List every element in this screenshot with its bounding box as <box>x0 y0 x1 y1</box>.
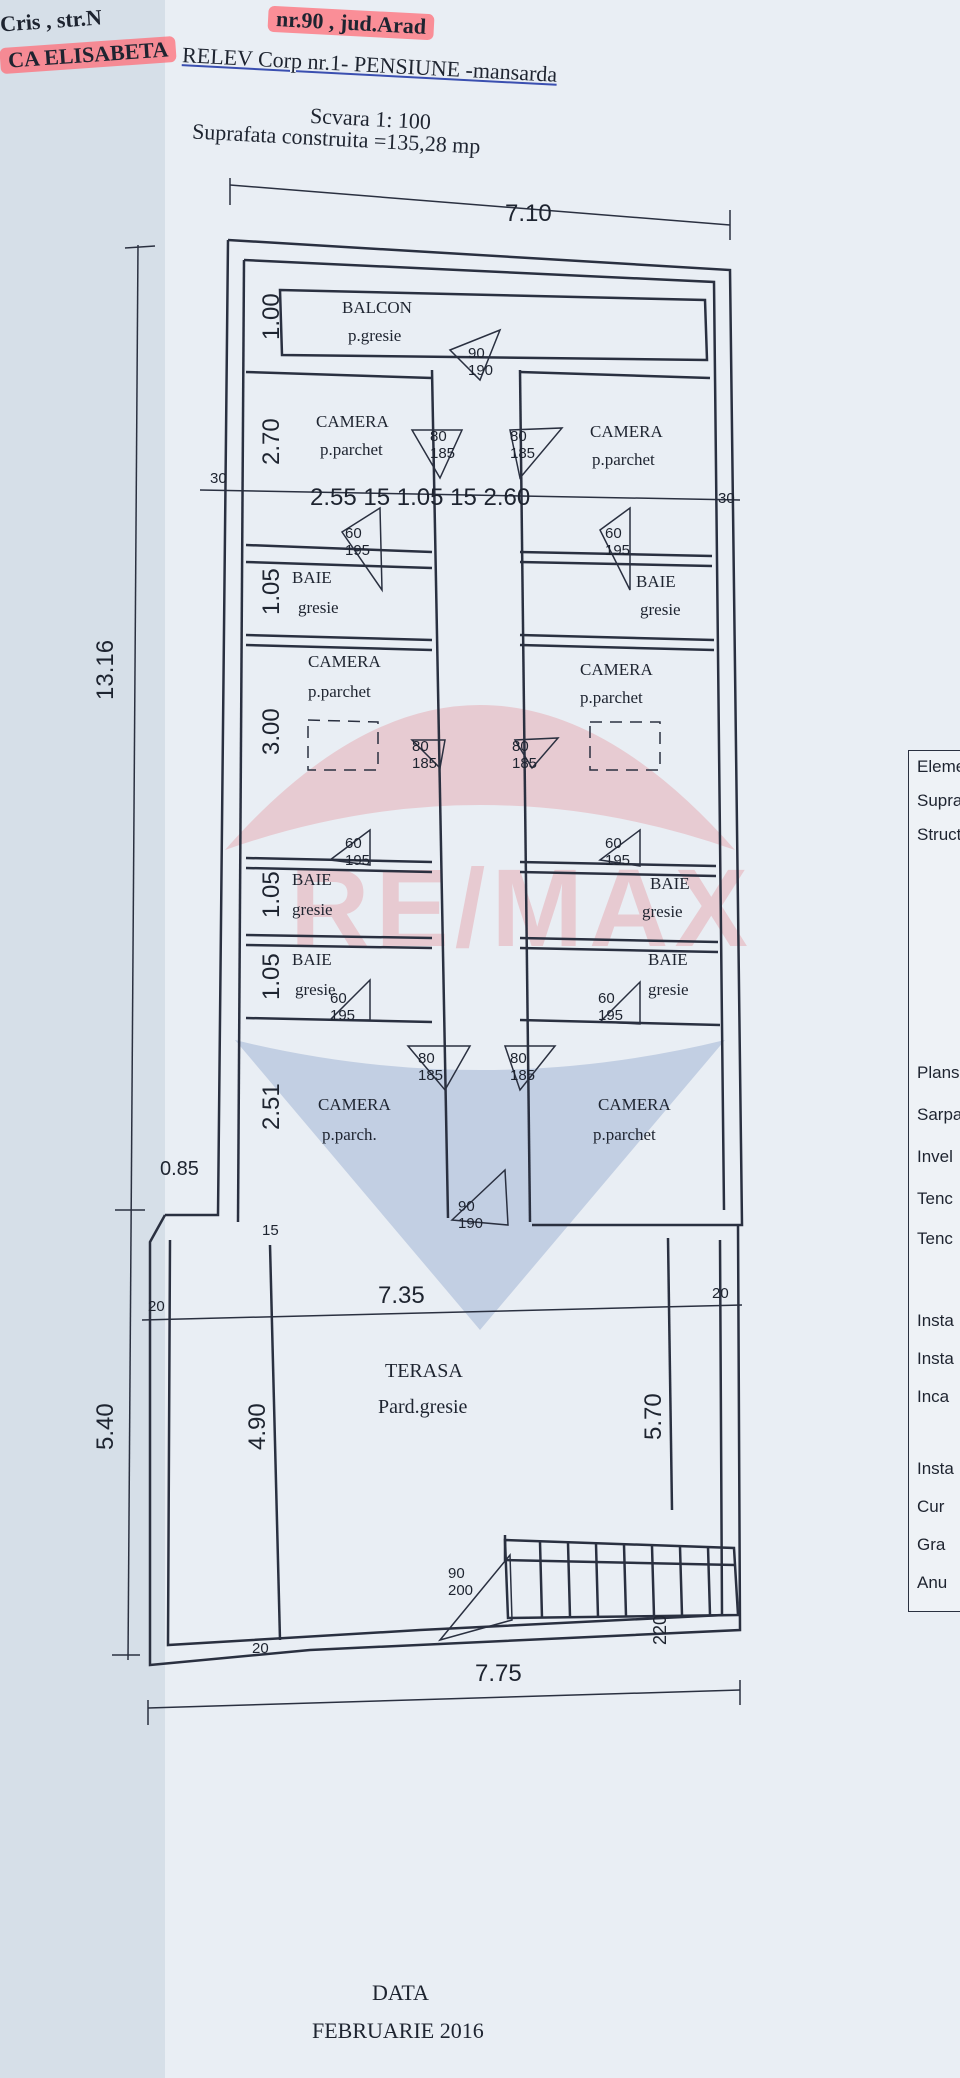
side-table-row: Gra <box>917 1535 946 1554</box>
dim-490: 4.90 <box>244 1403 271 1450</box>
dim-top-width: 7.10 <box>505 200 552 227</box>
side-table-row: Anu <box>917 1573 948 1592</box>
room-baie-6-floor: gresie <box>648 980 689 999</box>
side-table-row: Eleme <box>917 757 960 776</box>
side-table-row: Tenc <box>917 1229 953 1248</box>
room-camera-3-floor: p.parchet <box>308 682 371 701</box>
side-table-row: Inca <box>917 1387 950 1406</box>
room-camera-5-floor: p.parch. <box>322 1125 377 1144</box>
room-camera-1: CAMERA <box>316 412 389 431</box>
room-camera-6: CAMERA <box>598 1095 671 1114</box>
dim-270: 2.70 <box>258 418 285 465</box>
side-table-row: Invel <box>917 1147 953 1166</box>
dim-15-left: 15 <box>262 1222 279 1239</box>
dim-20-bottom: 20 <box>252 1640 269 1657</box>
room-baie-6: BAIE <box>648 950 688 969</box>
room-camera-2: CAMERA <box>590 422 663 441</box>
door-90-190-balcon: 90 190 <box>468 345 494 379</box>
door-60-195-e: 60 195 <box>330 990 356 1024</box>
dim-30-left: 30 <box>210 470 227 487</box>
dim-100: 1.00 <box>258 293 285 340</box>
room-baie-3-floor: gresie <box>292 900 333 919</box>
room-baie-2: BAIE <box>636 572 676 591</box>
dim-bottom-width: 7.75 <box>475 1660 522 1687</box>
room-terasa-floor: Pard.gresie <box>378 1396 468 1418</box>
room-baie-4: BAIE <box>650 874 690 893</box>
door-60-195-c: 60 195 <box>345 835 371 869</box>
door-80-185-c: 80 185 <box>412 738 438 772</box>
room-camera-5: CAMERA <box>318 1095 391 1114</box>
door-60-195-d: 60 195 <box>605 835 631 869</box>
watermark-text: RE/MAX <box>290 847 754 970</box>
door-80-185-a: 80 185 <box>430 428 456 462</box>
side-table-row: Tenc <box>917 1189 953 1208</box>
dim-30-right: 30 <box>718 490 735 507</box>
dim-300: 3.00 <box>258 708 285 755</box>
room-baie-2-floor: gresie <box>640 600 681 619</box>
door-80-185-f: 80 185 <box>510 1050 536 1084</box>
room-camera-1-floor: p.parchet <box>320 440 383 459</box>
room-baie-1-floor: gresie <box>298 598 339 617</box>
room-baie-1: BAIE <box>292 568 332 587</box>
side-table-row: Sarpa <box>917 1105 960 1124</box>
paper-left-edge <box>0 0 170 2078</box>
door-80-185-d: 80 185 <box>512 738 538 772</box>
door-80-185-e: 80 185 <box>418 1050 444 1084</box>
room-balcon-floor: p.gresie <box>348 326 402 345</box>
door-80-185-b: 80 185 <box>510 428 536 462</box>
dim-251: 2.51 <box>258 1083 285 1130</box>
side-table: Eleme Supra Struct Plans Sarpa Invel Ten… <box>908 750 960 1612</box>
room-camera-3: CAMERA <box>308 652 381 671</box>
room-terasa: TERASA <box>385 1360 463 1382</box>
door-90-190-terrace: 90 190 <box>458 1198 484 1232</box>
door-60-195-f: 60 195 <box>598 990 624 1024</box>
side-table-row: Supra <box>917 791 960 810</box>
door-60-195-b: 60 195 <box>605 525 631 559</box>
side-table-row: Cur <box>917 1497 945 1516</box>
dim-lower-height: 5.40 <box>92 1403 119 1450</box>
dim-terrace-width: 7.35 <box>378 1282 425 1309</box>
room-baie-3: BAIE <box>292 870 332 889</box>
side-table-row: Struct <box>917 825 960 844</box>
side-table-row: Insta <box>917 1459 954 1478</box>
dim-total-height: 13.16 <box>92 639 119 700</box>
dim-085: 0.85 <box>160 1158 199 1180</box>
dim-row-widths: 2.55 15 1.05 15 2.60 <box>310 484 531 511</box>
dim-105-mid: 1.05 <box>258 871 285 918</box>
dim-220: 220 <box>650 1614 670 1645</box>
paper-sheet <box>165 0 960 2078</box>
room-camera-6-floor: p.parchet <box>593 1125 656 1144</box>
dim-105-upper: 1.05 <box>258 568 285 615</box>
footer-data-label: DATA <box>372 1980 429 2005</box>
side-table-row: Plans <box>917 1063 960 1082</box>
door-60-195-a: 60 195 <box>345 525 371 559</box>
dim-20-left: 20 <box>148 1298 165 1315</box>
room-baie-5-floor: gresie <box>295 980 336 999</box>
room-baie-5: BAIE <box>292 950 332 969</box>
side-table-row: Insta <box>917 1311 954 1330</box>
footer-date: FEBRUARIE 2016 <box>312 2018 484 2043</box>
side-table-row: Insta <box>917 1349 954 1368</box>
room-camera-2-floor: p.parchet <box>592 450 655 469</box>
door-90-200-stairs: 90 200 <box>448 1565 474 1599</box>
room-camera-4-floor: p.parchet <box>580 688 643 707</box>
room-camera-4: CAMERA <box>580 660 653 679</box>
dim-20-right: 20 <box>712 1285 729 1302</box>
dim-105-lower: 1.05 <box>258 953 285 1000</box>
dim-570: 5.70 <box>640 1393 667 1440</box>
room-baie-4-floor: gresie <box>642 902 683 921</box>
room-balcon: BALCON <box>342 298 412 317</box>
